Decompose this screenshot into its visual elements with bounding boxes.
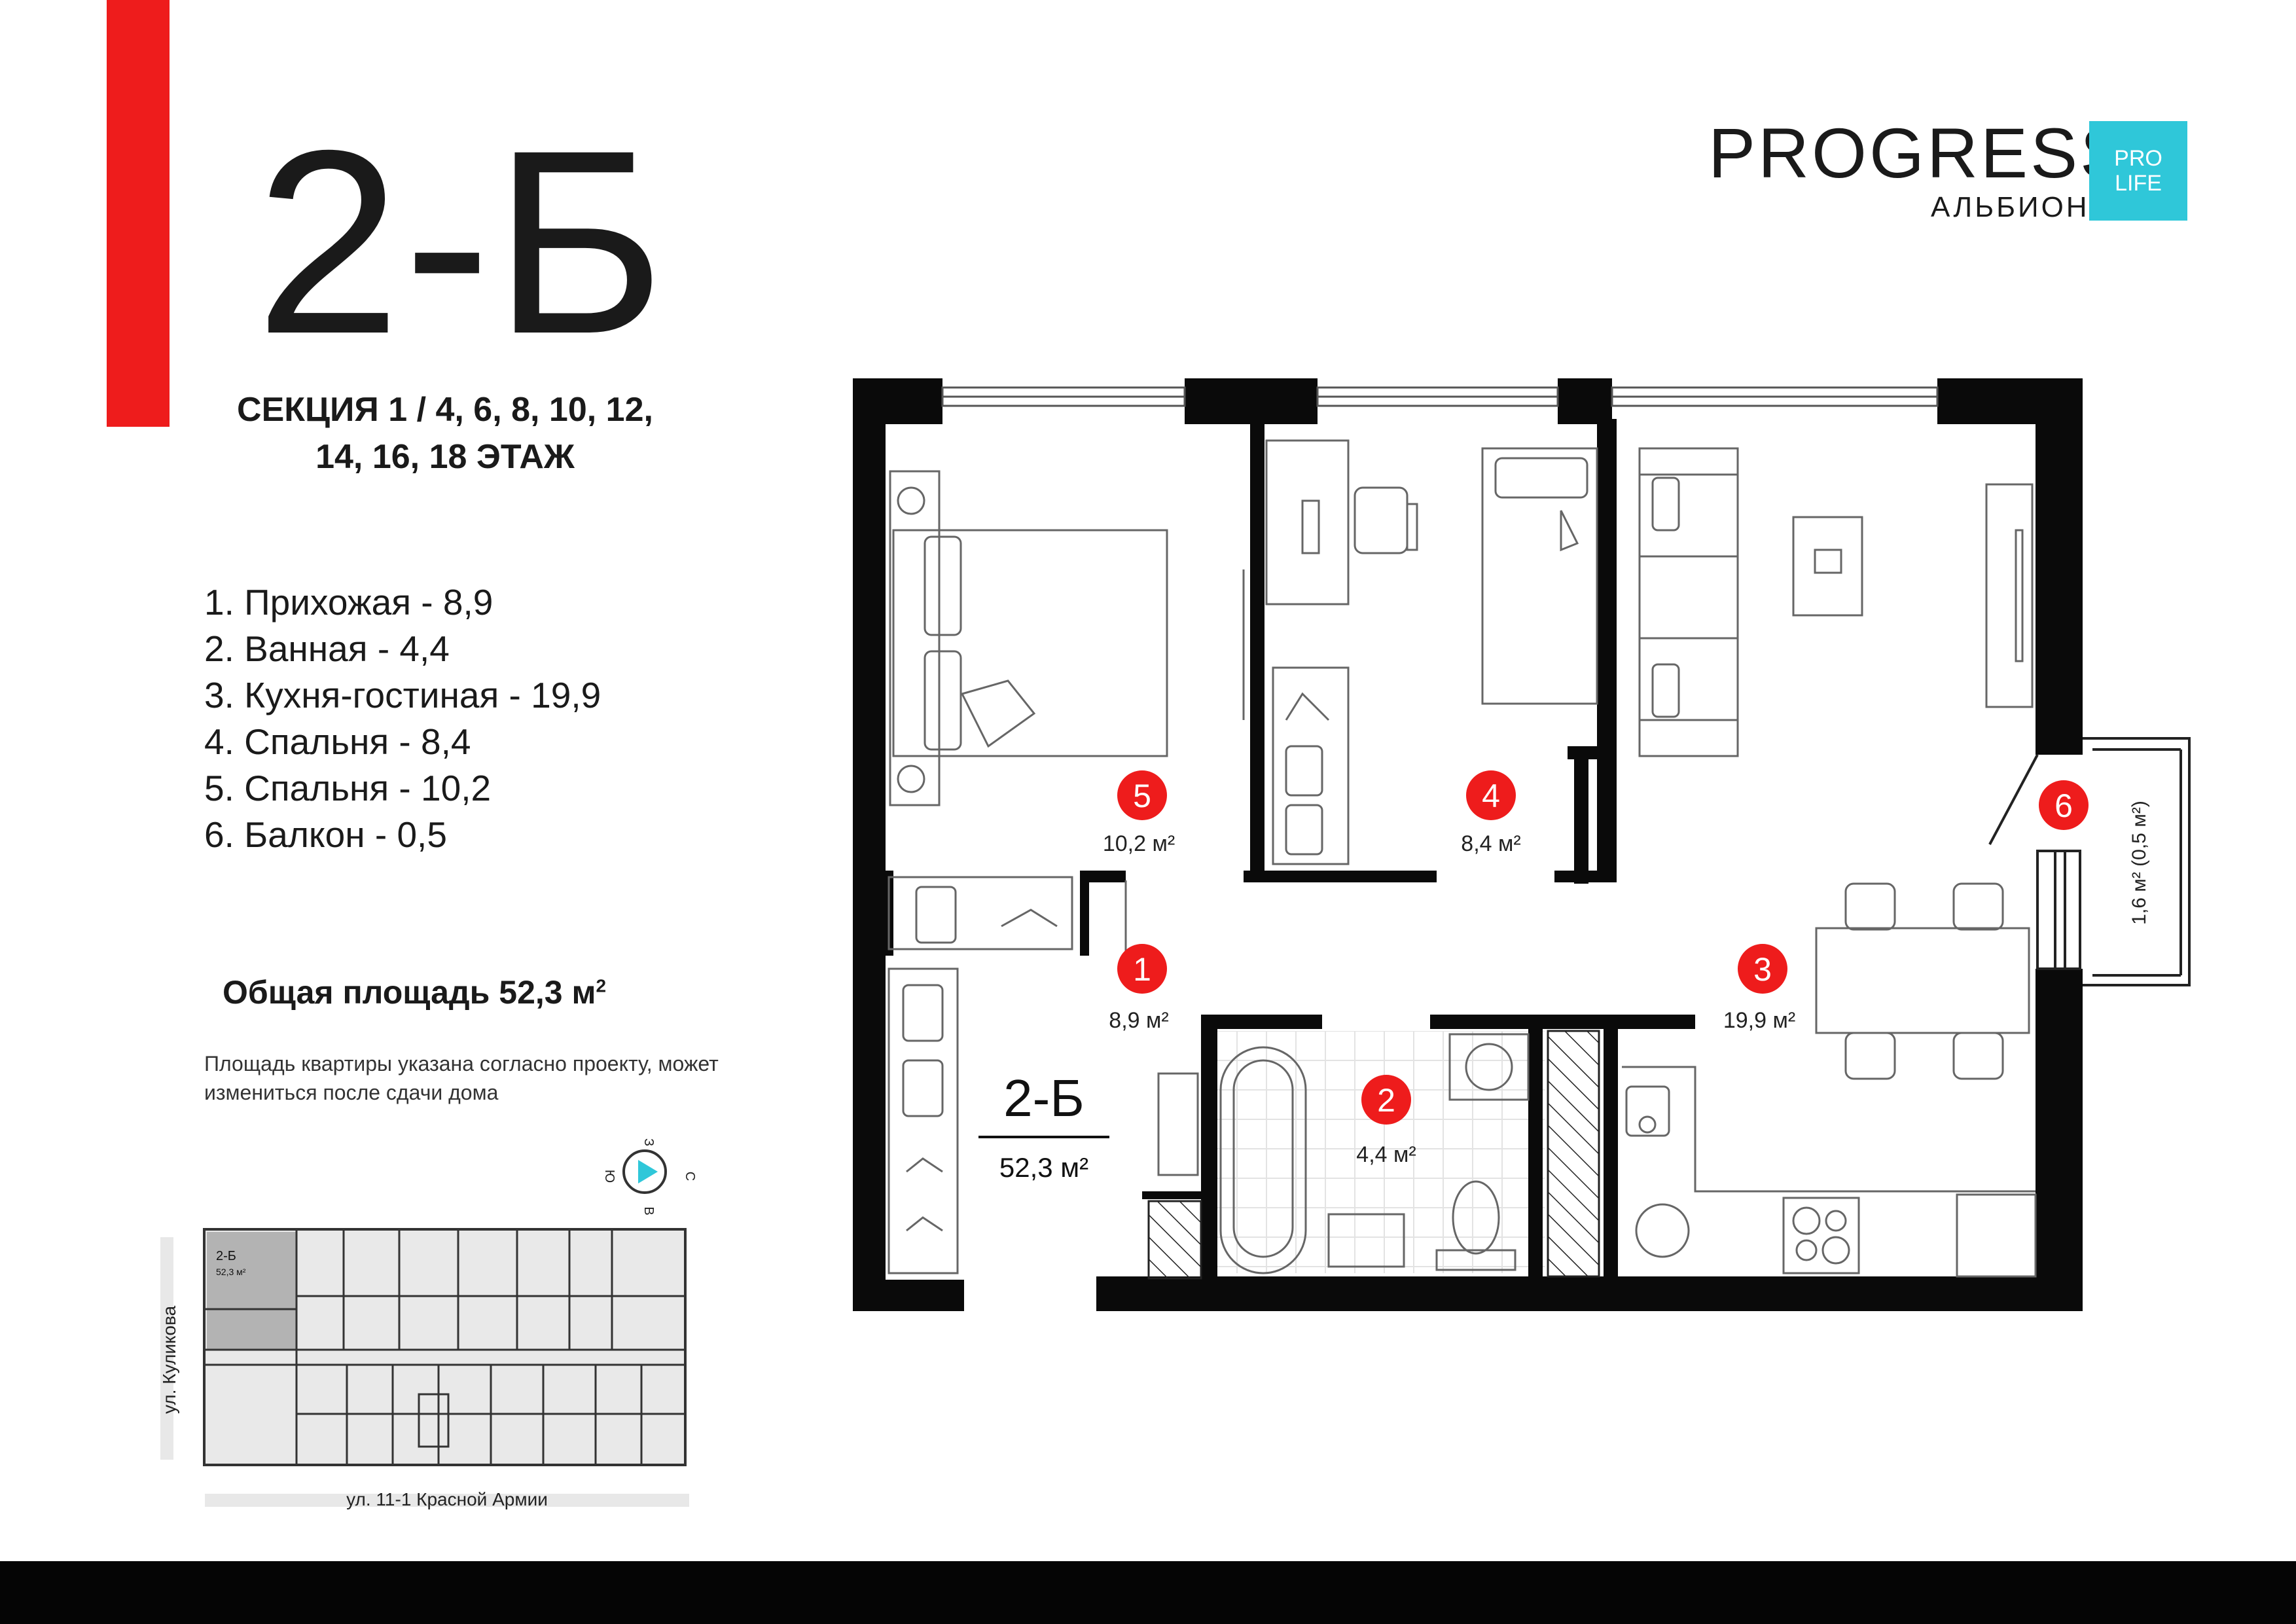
room-marker [1117, 944, 1167, 994]
street-strip-side [160, 1237, 173, 1460]
room-area-label: 4,4 м² [1356, 1142, 1416, 1167]
street-bottom-label: ул. 11-1 Красной Армии [346, 1489, 548, 1509]
room-area-label: 8,4 м² [1461, 831, 1520, 856]
shaft [1547, 1030, 1600, 1278]
highlighted-unit [207, 1232, 296, 1350]
room-marker-number: 4 [1482, 778, 1500, 814]
room-markers: 5 10,2 м² 4 8,4 м² 6 1,6 м² (0,5 м²) 1 8… [1103, 770, 2150, 1167]
room-marker [1361, 1075, 1411, 1125]
total-area: Общая площадь 52,3 м2 [223, 973, 606, 1011]
balcony [1988, 737, 2191, 986]
room-list-item: 3. Кухня-гостиная - 19,9 [204, 675, 601, 715]
room-marker [1466, 770, 1516, 820]
room-area-label: 19,9 м² [1723, 1008, 1795, 1033]
room-marker [2039, 780, 2089, 830]
brand-subtitle: АЛЬБИОН [1931, 191, 2090, 223]
furniture [888, 439, 2037, 1278]
badge-line-1: PRO [2114, 146, 2162, 171]
room-area-label: 8,9 м² [1109, 1008, 1168, 1033]
badge-line-2: LIFE [2115, 171, 2162, 196]
room-marker-number: 1 [1133, 951, 1151, 988]
disclaimer-note: Площадь квартиры указана согласно проект… [204, 1052, 719, 1104]
room-list-item: 4. Спальня - 8,4 [204, 721, 471, 762]
room-list-item: 5. Спальня - 10,2 [204, 768, 492, 808]
total-area-text: Общая площадь 52,3 м [223, 974, 596, 1011]
footer-bar [0, 1561, 2296, 1624]
room-marker-number: 2 [1377, 1082, 1395, 1119]
compass-n: З [641, 1138, 656, 1146]
room-list: 1. Прихожая - 8,9 2. Ванная - 4,4 3. Кух… [204, 579, 601, 858]
room-area-label: 1,6 м² (0,5 м²) [2128, 801, 2150, 925]
room-marker-number: 3 [1753, 951, 1772, 988]
brand-name: PROGRESS [1708, 113, 2130, 192]
room-marker-number: 5 [1133, 778, 1151, 814]
site-plan: ул. Куликова ул. 11-1 Красной Армии 2-Б … [159, 1228, 689, 1509]
room-marker-number: 6 [2054, 787, 2073, 824]
street-side-label: ул. Куликова [159, 1305, 179, 1414]
room-list-item: 2. Ванная - 4,4 [204, 628, 450, 669]
room-list-item: 1. Прихожая - 8,9 [204, 582, 493, 623]
site-unit-label: 2-Б [216, 1249, 236, 1263]
compass-s: В [641, 1206, 656, 1215]
plan-unit-area: 52,3 м² [999, 1152, 1088, 1183]
room-marker [1738, 944, 1787, 994]
bathroom-tiles [1208, 1031, 1545, 1273]
room-list-item: 6. Балкон - 0,5 [204, 814, 447, 855]
section-floors: СЕКЦИЯ 1 / 4, 6, 8, 10, 12, 14, 16, 18 Э… [196, 386, 694, 480]
walls [853, 378, 2083, 1311]
site-unit-area: 52,3 м² [216, 1267, 246, 1277]
room-marker [1117, 770, 1167, 820]
unit-title: 2-Б [255, 96, 668, 388]
windows [941, 386, 1939, 407]
street-strip-bottom [205, 1494, 689, 1507]
section-line-1: СЕКЦИЯ 1 / 4, 6, 8, 10, 12, [237, 391, 653, 429]
compass-e: С [683, 1172, 697, 1181]
compass: З В С Ю [602, 1138, 697, 1216]
plan-unit-title: 2-Б [1003, 1069, 1085, 1127]
section-line-2: 14, 16, 18 ЭТАЖ [315, 438, 575, 476]
brand-badge: PRO LIFE [2089, 121, 2187, 221]
room-area-label: 10,2 м² [1103, 831, 1175, 856]
total-area-sup: 2 [596, 975, 607, 996]
shaft [1147, 1200, 1202, 1280]
red-accent-bar [107, 0, 170, 427]
compass-w: Ю [602, 1170, 617, 1183]
